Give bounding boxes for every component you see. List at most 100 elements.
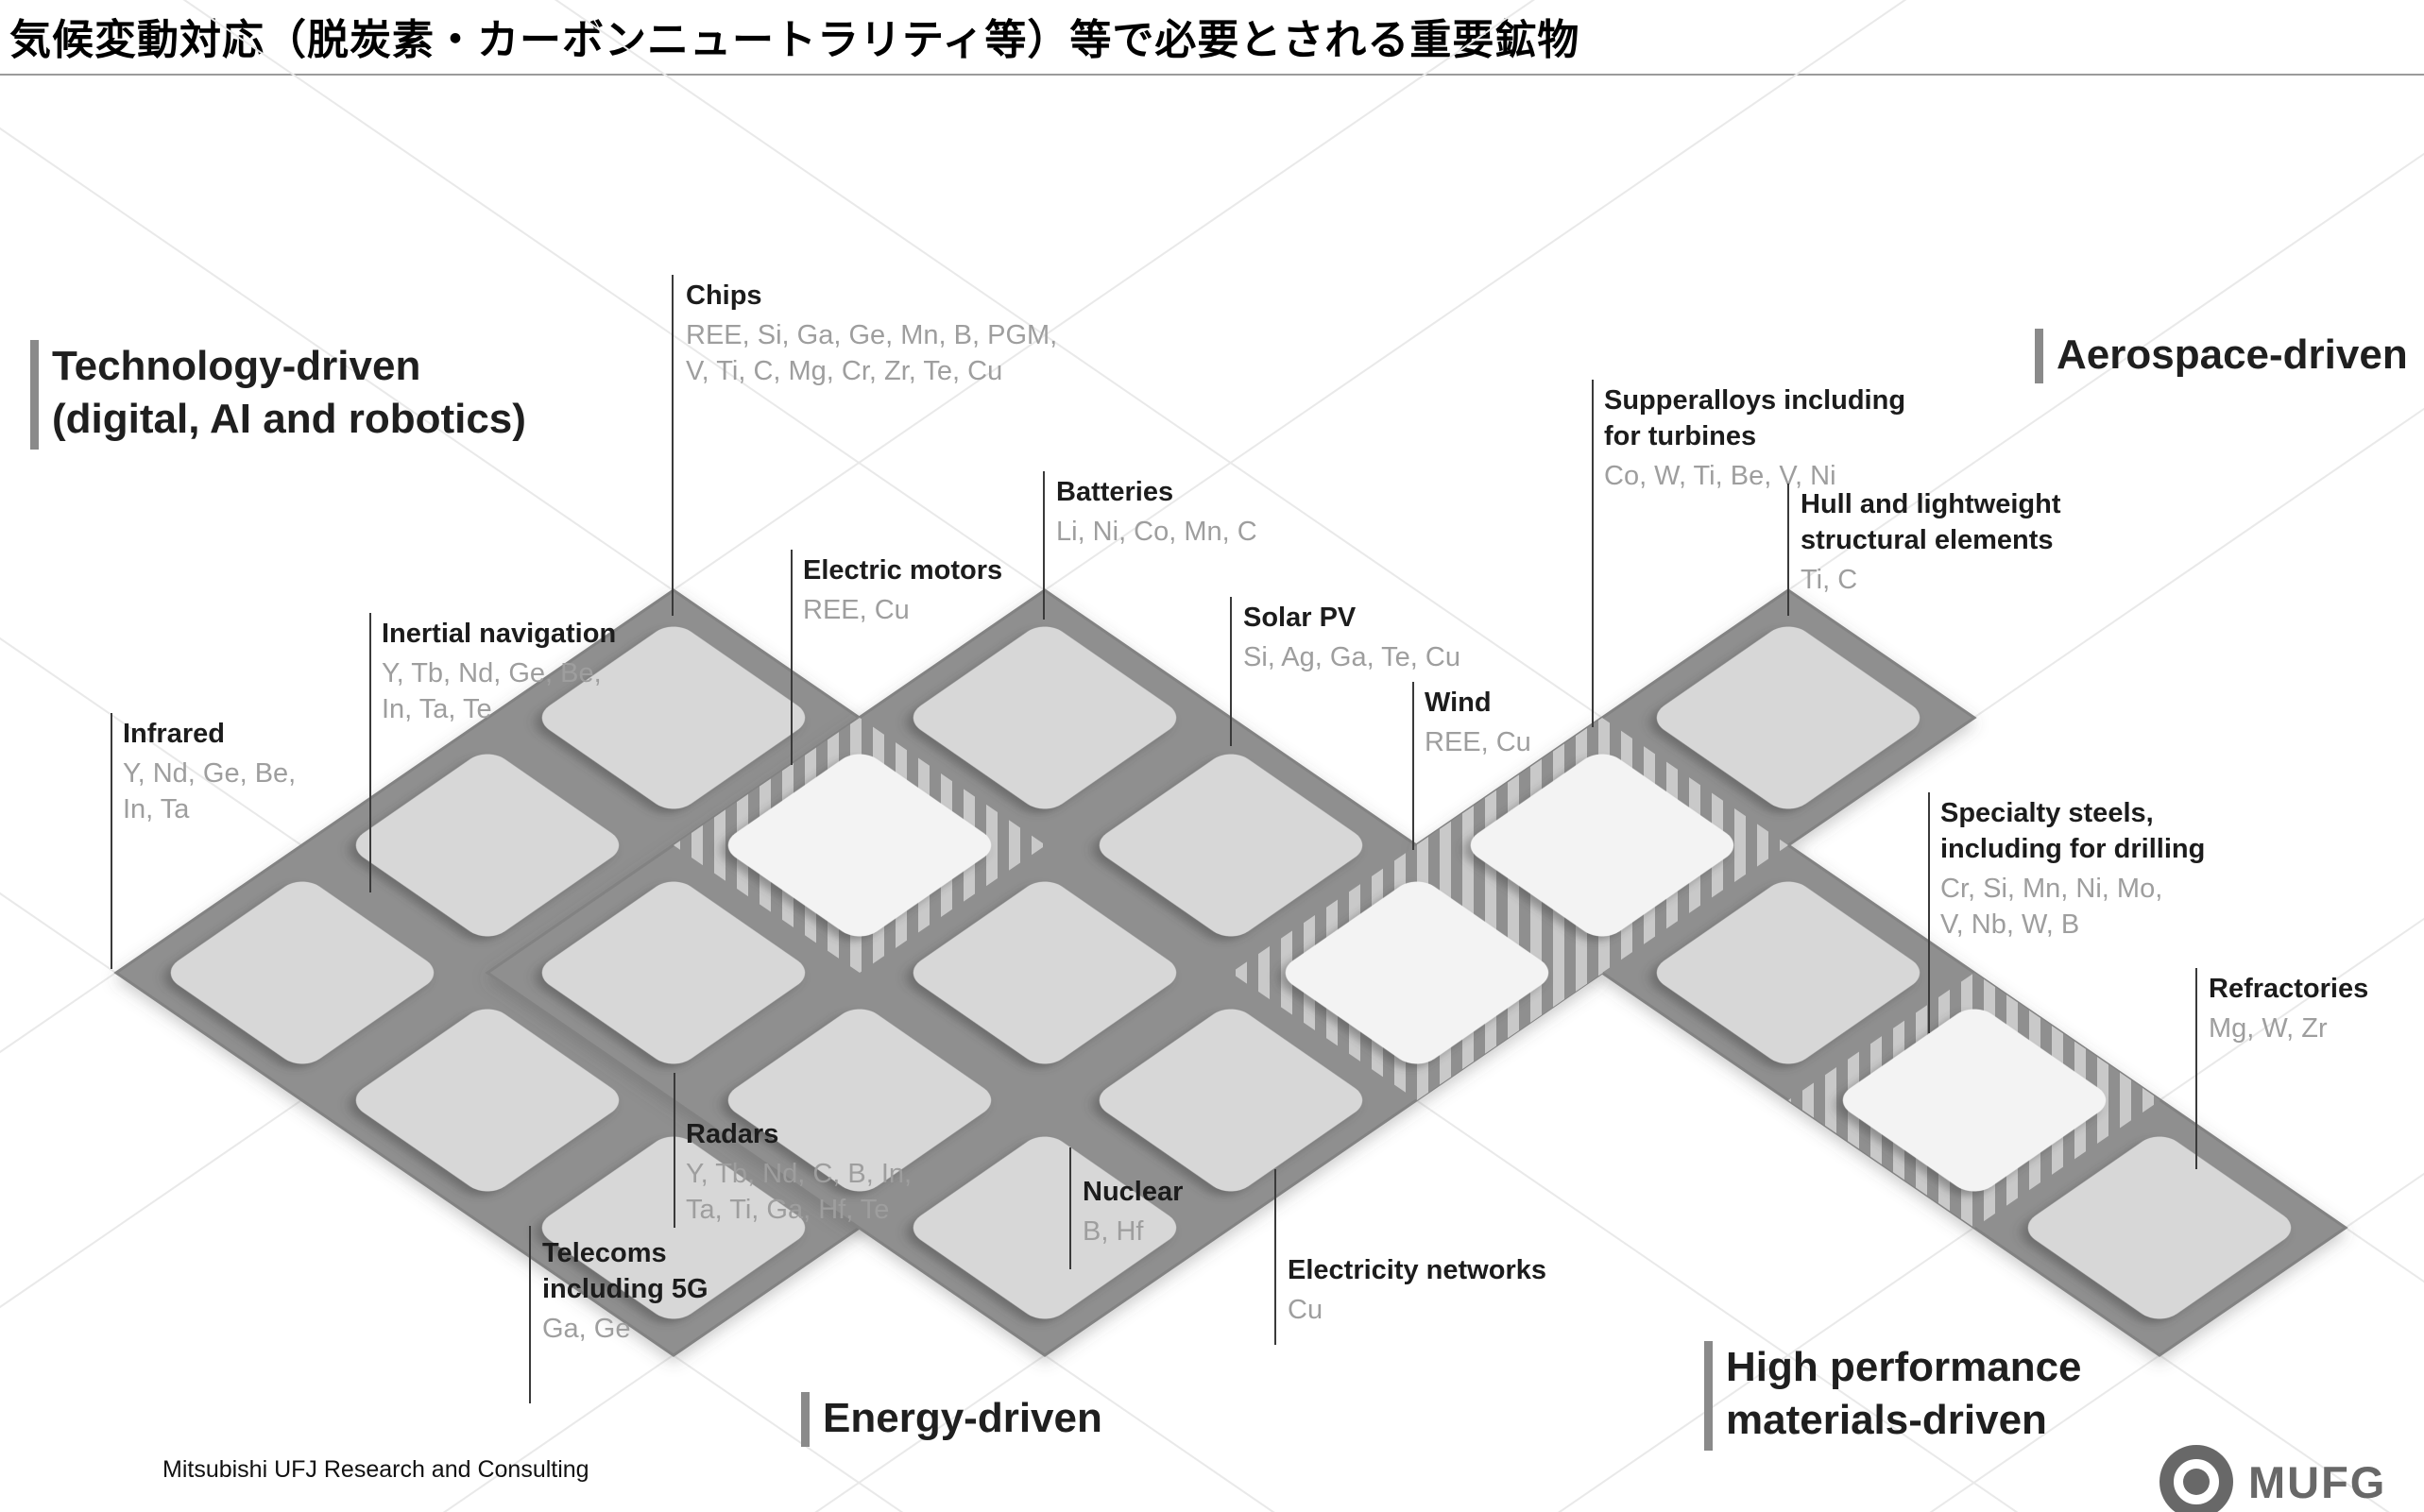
mufg-logo-text: MUFG: [2248, 1456, 2387, 1507]
callout-heading: Chips: [686, 280, 762, 311]
callout-minerals: Ga, Ge: [542, 1314, 631, 1344]
callout-minerals: Si, Ag, Ga, Te, Cu: [1243, 642, 1460, 672]
pointer-line-inertial-navigation: [369, 613, 371, 892]
category-high-performance-materials-driven: High performance materials-driven: [1704, 1341, 2082, 1451]
pointer-line-telecoms-5g: [529, 1226, 531, 1403]
callout-minerals: V, Nb, W, B: [1940, 909, 2080, 940]
tile-batteries: [913, 626, 1177, 809]
tile-shared-mid: [913, 881, 1177, 1064]
tile-hull: [1656, 626, 1920, 809]
mufg-logo-icon: [2159, 1445, 2233, 1512]
tile-superalloys: [1470, 754, 1734, 937]
callout-heading: Electricity networks: [1288, 1255, 1546, 1285]
tile-infrared: [170, 881, 435, 1064]
callout-radars: Radars Y, Tb, Nd, C, B, In, Ta, Ti, Ga, Hf…: [686, 1116, 912, 1228]
mineral-tiles: [170, 626, 2292, 1319]
callout-heading: Radars: [686, 1119, 779, 1149]
callout-minerals: Cu: [1288, 1295, 1323, 1325]
page-title: 気候変動対応（脱炭素・カーボンニュートラリティ等）等で必要とされる重要鉱物: [9, 16, 1580, 64]
callout-minerals: REE, Si, Ga, Ge, Mn, B, PGM,: [686, 320, 1058, 350]
source-note: Mitsubishi UFJ Research and Consulting: [162, 1456, 589, 1483]
tile-solar-pv: [1099, 754, 1363, 937]
tile-chips: [541, 626, 806, 809]
callout-minerals: Cr, Si, Mn, Ni, Mo,: [1940, 874, 2163, 904]
tile-nuclear: [913, 1136, 1177, 1319]
callout-heading: Supperalloys including: [1604, 385, 1906, 416]
category-label-line: materials-driven: [1726, 1397, 2047, 1443]
category-label: Technology-driven (digital, AI and roboti…: [52, 340, 526, 450]
tile-refractories: [2027, 1136, 2292, 1319]
tile-inertial-navigation: [355, 754, 620, 937]
pointer-line-chips: [672, 275, 674, 616]
tile-electric-motors: [727, 754, 992, 937]
category-bar: [801, 1392, 810, 1447]
pointer-line-nuclear: [1069, 1147, 1071, 1269]
tile-wind: [1285, 881, 1549, 1064]
category-bar: [2035, 329, 2043, 383]
callout-minerals: B, Hf: [1083, 1216, 1144, 1247]
callout-minerals: Y, Nd, Ge, Be,: [123, 758, 297, 789]
title-rule: [0, 74, 2424, 76]
callout-minerals: REE, Cu: [803, 595, 910, 625]
category-label: Aerospace-driven: [2057, 329, 2408, 383]
category-aerospace-driven: Aerospace-driven: [2035, 329, 2408, 383]
callout-minerals: V, Ti, C, Mg, Cr, Zr, Te, Cu: [686, 356, 1003, 386]
tile-radars: [541, 881, 806, 1064]
category-energy-driven: Energy-driven: [801, 1392, 1102, 1447]
callout-minerals: Mg, W, Zr: [2209, 1013, 2328, 1044]
callout-heading: Nuclear: [1083, 1177, 1184, 1207]
mufg-logo: MUFG: [2159, 1445, 2386, 1512]
pointer-line-superalloys-for-turbines: [1592, 380, 1594, 727]
callout-minerals: Y, Tb, Nd, Ge, Be,: [382, 658, 602, 688]
category-label-line: Energy-driven: [823, 1395, 1102, 1441]
callout-heading: Specialty steels,: [1940, 798, 2154, 828]
tile-specialty-steels: [1842, 1009, 2107, 1192]
category-label-line: High performance: [1726, 1344, 2082, 1390]
callout-heading: Telecoms: [542, 1238, 667, 1268]
callout-minerals: Li, Ni, Co, Mn, C: [1056, 517, 1257, 547]
callout-heading: Refractories: [2209, 974, 2369, 1004]
mufg-logo-dot: [2183, 1469, 2210, 1495]
callout-minerals: Ta, Ti, Ga, Hf, Te: [686, 1195, 890, 1225]
tile-right-mid: [1656, 881, 1920, 1064]
callout-nuclear: Nuclear B, Hf: [1083, 1174, 1183, 1249]
callout-heading: including for drilling: [1940, 834, 2206, 864]
tile-electricity-networks: [1099, 1009, 1363, 1192]
callout-minerals: REE, Cu: [1425, 727, 1531, 757]
callout-heading: Wind: [1425, 688, 1492, 718]
callout-minerals: Ti, C: [1801, 565, 1858, 595]
pointer-line-solar-pv: [1230, 597, 1232, 746]
tile-lower-mid: [727, 1009, 992, 1192]
pointer-line-hull-structural-elements: [1787, 484, 1789, 616]
pointer-line-electric-motors: [791, 550, 793, 765]
pointer-line-infrared: [111, 713, 112, 969]
callout-minerals: Co, W, Ti, Be, V, Ni: [1604, 461, 1836, 491]
callout-heading: for turbines: [1604, 421, 1757, 451]
category-label: High performance materials-driven: [1726, 1341, 2082, 1451]
callout-heading: Infrared: [123, 719, 225, 749]
callout-heading: including 5G: [542, 1274, 708, 1304]
callout-heading: Inertial navigation: [382, 619, 617, 649]
callout-heading: Electric motors: [803, 555, 1003, 586]
pointer-line-radars: [674, 1073, 675, 1228]
callout-heading: Batteries: [1056, 477, 1174, 507]
callout-minerals: Y, Tb, Nd, C, B, In,: [686, 1159, 913, 1189]
pointer-line-specialty-steels: [1928, 792, 1930, 1033]
pointer-line-wind: [1412, 682, 1414, 850]
pointer-line-batteries: [1043, 471, 1045, 620]
category-label-line: Technology-driven: [52, 343, 421, 389]
pointer-line-electricity-networks: [1274, 1169, 1276, 1345]
category-label-line: (digital, AI and robotics): [52, 396, 526, 442]
callout-heading: Hull and lightweight: [1801, 489, 2061, 519]
